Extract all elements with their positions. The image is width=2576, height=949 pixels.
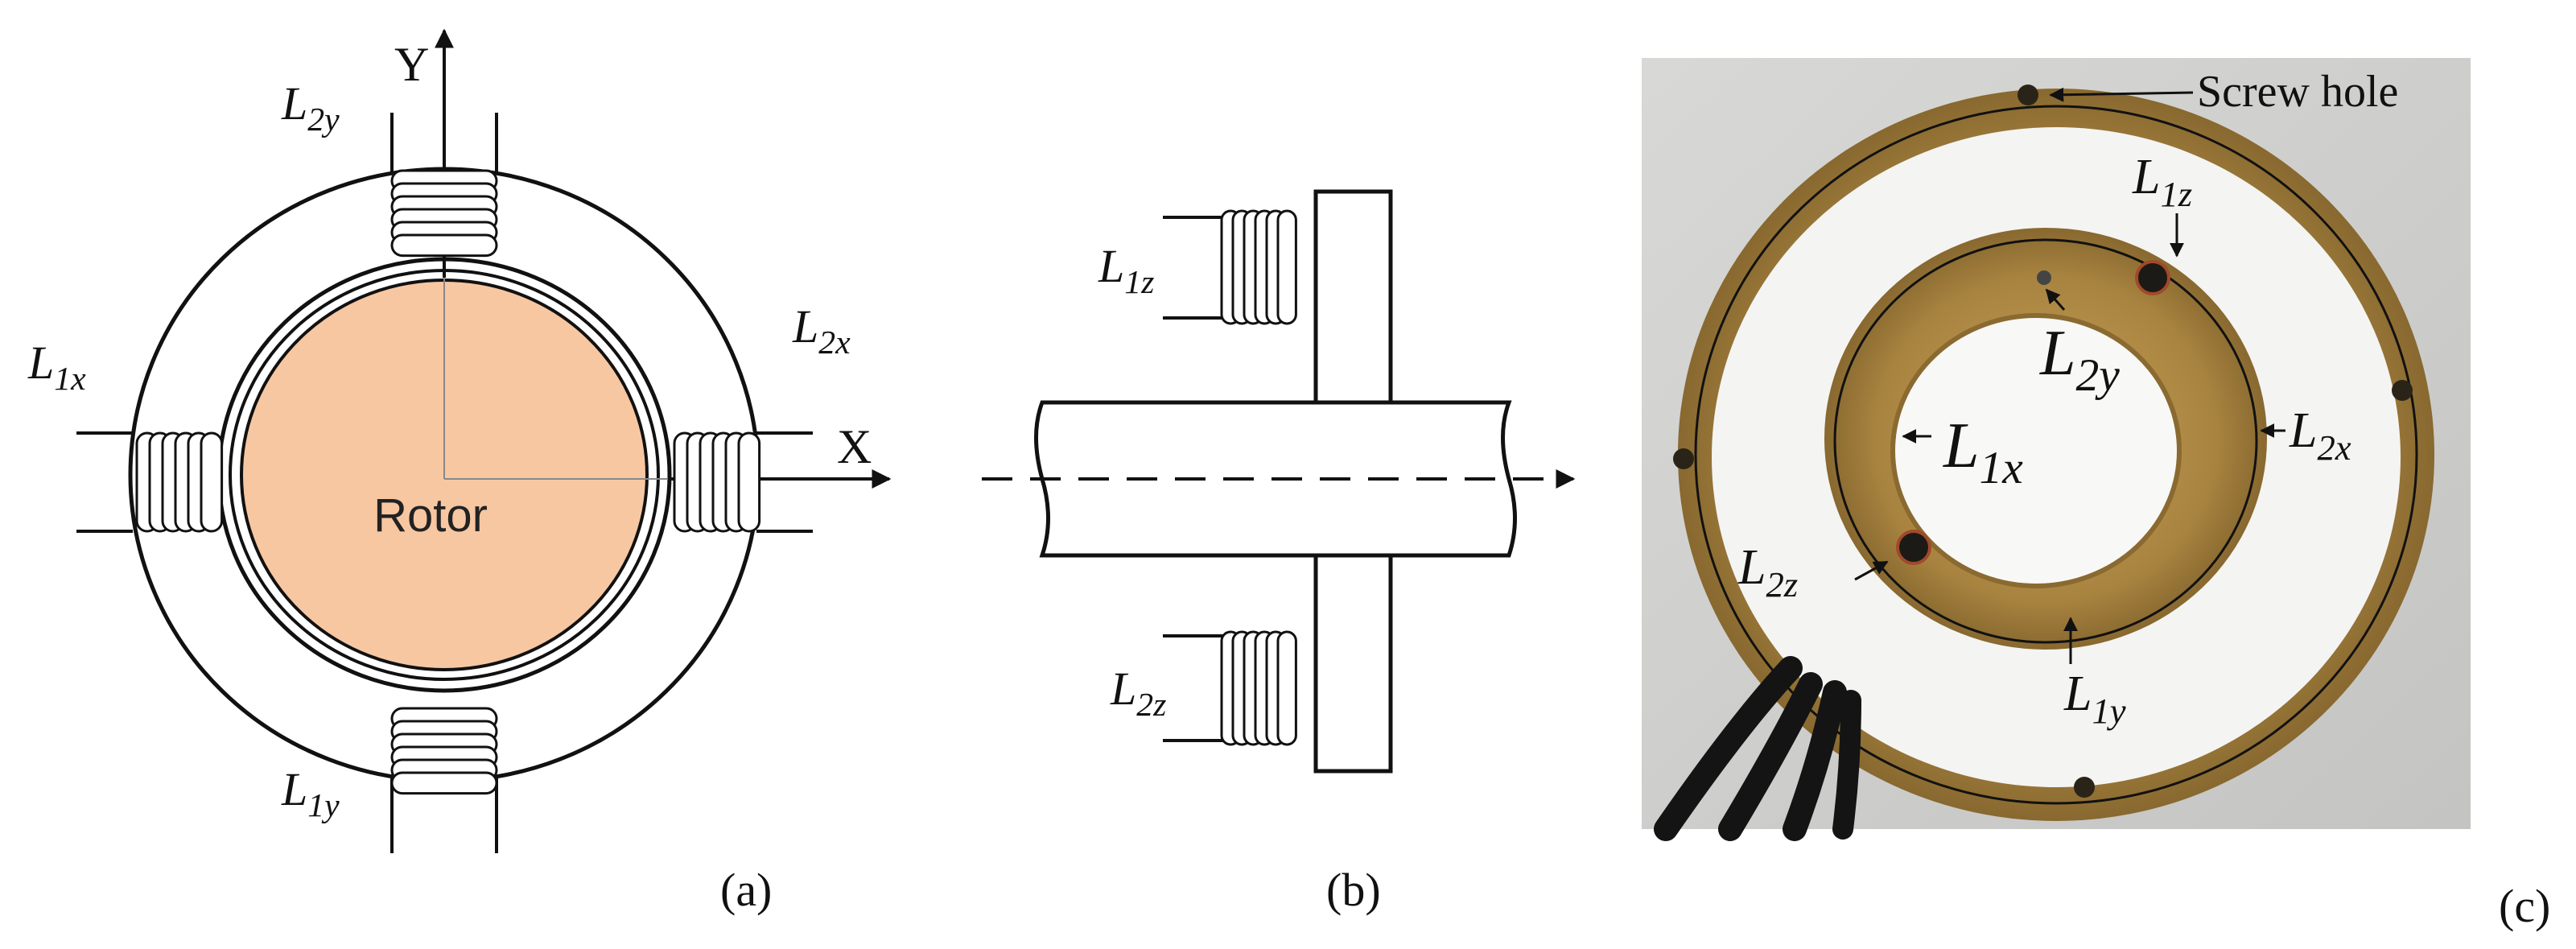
coil-turn (1276, 209, 1297, 325)
outer-ring-groove (1694, 105, 2418, 805)
sensor-pin (2037, 270, 2051, 285)
label-l1z-c: L1z (2132, 150, 2192, 214)
coil-turn (1276, 630, 1297, 746)
label-l1y: L1y (281, 763, 340, 824)
screw-hole (2018, 85, 2038, 105)
coil-turn (390, 771, 498, 795)
coil-top-windings (390, 169, 498, 258)
panel-a: Y X Rotor L2y L1y L1x L2x (a) (27, 28, 892, 916)
sensor-pin (1896, 530, 1931, 565)
label-l2x: L2x (792, 300, 851, 361)
coil-turn (390, 233, 498, 258)
label-l1z-b: L1z (1098, 240, 1154, 301)
screw-hole (2074, 777, 2095, 798)
coil-bottom-windings (390, 707, 498, 795)
inner-ring-groove (1833, 238, 2258, 644)
sensor-pin (2135, 260, 2170, 295)
caption-c: (c) (2499, 880, 2550, 932)
label-l1y-c: L1y (2063, 666, 2126, 731)
label-l1x: L1x (27, 336, 86, 398)
panel-b: L1z L2z (b) (982, 189, 1576, 916)
photo-annotations (1854, 87, 2285, 664)
label-l2y-c: L2y (2039, 318, 2120, 401)
screw-hole-label: Screw hole (2197, 67, 2398, 117)
label-l2z-b: L2z (1110, 662, 1166, 724)
screw-hole (2392, 380, 2413, 401)
label-l2x-c: L2x (2289, 403, 2351, 468)
label-l1x-c: L1x (1943, 411, 2023, 493)
coil-right-windings (673, 431, 761, 533)
coil-turn (737, 431, 761, 533)
inner-bore (1890, 313, 2182, 588)
y-axis-label: Y (394, 38, 429, 91)
coil-l1z-windings (1220, 209, 1297, 325)
panel-c-photo: Screw hole L1z L2y L1x L2x L2z L1y (c) (1642, 58, 2550, 932)
coil-turn (200, 431, 224, 533)
rotor-label: Rotor (373, 489, 488, 542)
sensor-cables (1654, 656, 1861, 841)
label-l2z-c: L2z (1737, 540, 1798, 604)
label-l2y: L2y (281, 77, 340, 138)
coil-l2z-windings (1220, 630, 1297, 746)
caption-a: (a) (720, 864, 772, 916)
caption-b: (b) (1326, 864, 1381, 916)
x-axis-label: X (837, 420, 872, 473)
screw-hole (1673, 448, 1694, 469)
coil-left-windings (135, 431, 224, 533)
